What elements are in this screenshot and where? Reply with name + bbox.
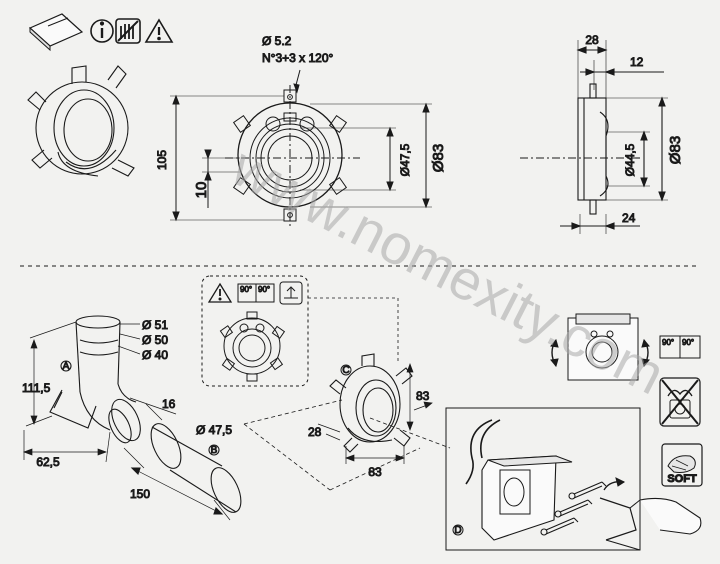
label-d: D (454, 525, 461, 536)
label-b: B (211, 445, 218, 456)
rotation-angle-right: 90° (682, 338, 694, 347)
elbow-leaders (23, 321, 177, 463)
assembly-guides (243, 399, 451, 491)
dim-83-side-label: Ø83 (667, 136, 684, 164)
soft-cloth-icon (661, 443, 703, 487)
detail-angle-right: 90° (258, 285, 270, 294)
dim-16-label: 16 (162, 397, 176, 411)
elbow-adapter (49, 315, 141, 444)
dim-10-label: 10 (193, 182, 210, 199)
side-view (520, 40, 668, 234)
hole-count-label: N°3+3 x 120° (262, 51, 334, 65)
ring-isometric-view (27, 65, 135, 177)
rotation-diagram (550, 313, 701, 381)
hole-diameter-label: Ø 5.2 (262, 34, 292, 48)
dim-24-label: 24 (622, 211, 636, 225)
info-icon (90, 19, 114, 43)
dim-line-10 (202, 149, 240, 208)
detail-box (201, 275, 309, 387)
wall-installation (445, 407, 702, 551)
warning-icon (144, 18, 174, 43)
no-washing-icon (659, 377, 701, 427)
dim-83-ring-height: 83 (416, 389, 430, 403)
dim-111-5-label: 111,5 (22, 381, 51, 395)
pipe-section (123, 423, 242, 521)
no-bare-hands-icon (115, 18, 141, 44)
dim-105-label: 105 (155, 150, 169, 170)
dim-47-5-label: Ø47,5 (398, 143, 412, 176)
rotation-angle-left: 90° (662, 338, 674, 347)
dia-40-label: Ø 40 (142, 348, 168, 362)
dim-83-label: Ø83 (430, 144, 447, 172)
label-c: C (342, 365, 349, 376)
dim-lines-front-diameters (300, 102, 432, 209)
dim-150-label: 150 (130, 487, 150, 501)
ring-mount (329, 353, 413, 453)
dim-28-side-label: 28 (585, 33, 599, 47)
dim-12-label: 12 (630, 55, 644, 69)
dia-47-5-pipe-label: Ø 47,5 (196, 423, 232, 437)
dim-83-ring-width: 83 (368, 465, 382, 479)
ring-dims (317, 363, 433, 464)
front-view (225, 69, 360, 228)
dia-50-label: Ø 50 (142, 333, 168, 347)
label-c-circle (340, 364, 352, 376)
detail-connector (308, 297, 399, 362)
label-a: A (63, 361, 70, 372)
dim-62-5-label: 62,5 (36, 455, 60, 469)
manual-booklet-icon (28, 13, 84, 52)
dia-51-label: Ø 51 (142, 318, 168, 332)
soft-label: SOFT (667, 473, 697, 485)
detail-angle-left: 90° (240, 285, 252, 294)
label-d-circle (452, 524, 464, 536)
dim-44-5-label: Ø44,5 (623, 143, 637, 176)
dim-line-105 (170, 94, 284, 222)
dim-28-ring: 28 (308, 425, 322, 439)
